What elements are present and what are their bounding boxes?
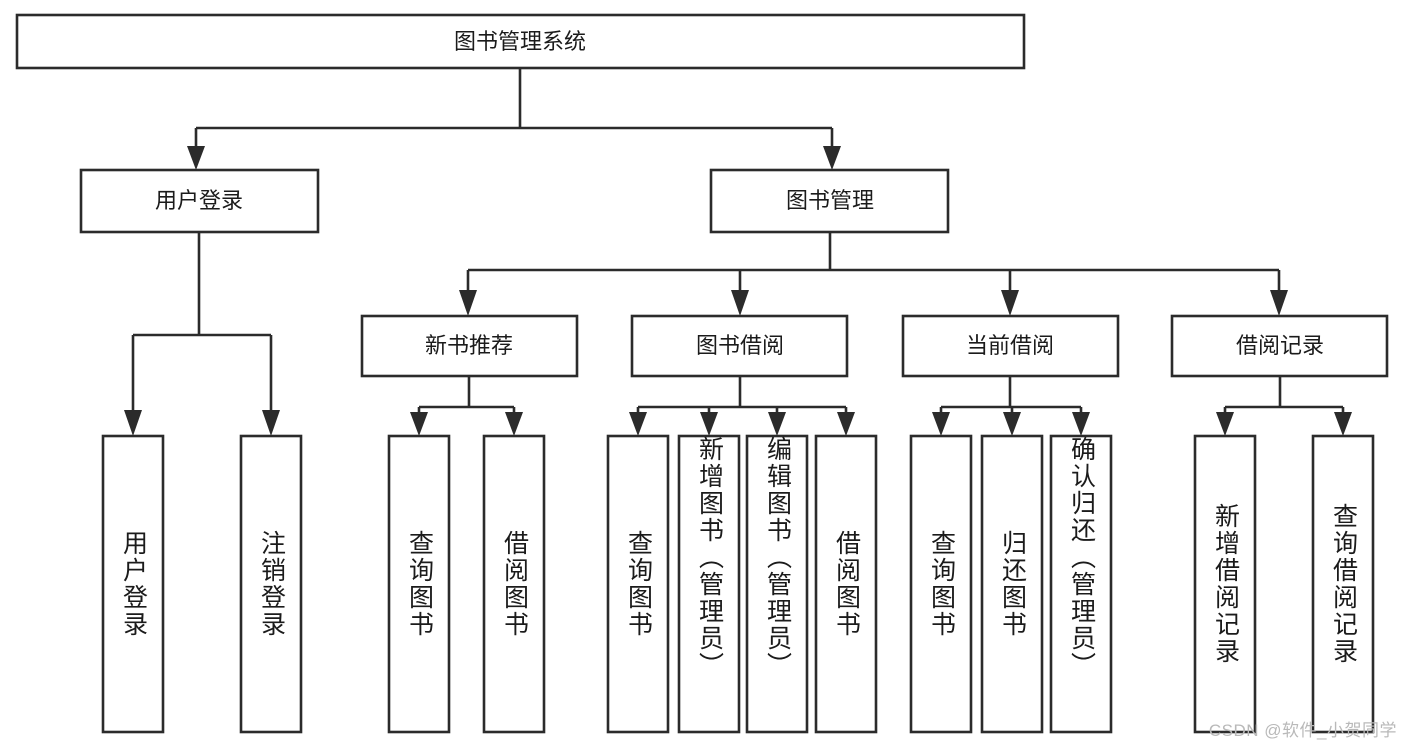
arrow-head-leaf-user-login-2 (262, 410, 280, 436)
arrow-head-leaf-cb-3 (1072, 412, 1090, 436)
leaf-box-book-borrow-4[interactable] (814, 434, 878, 734)
arrow-head-borrow-record (1270, 290, 1288, 316)
arrow-head-leaf-bb-4 (837, 412, 855, 436)
node-root[interactable]: 图书管理系统 (15, 13, 1026, 70)
arrow-head-current-borrow (1001, 290, 1019, 316)
node-book-manage-label: 图书管理 (786, 188, 874, 213)
leaf-box-borrow-record-2[interactable] (1311, 434, 1375, 734)
leaf-box-user-login-2[interactable] (239, 434, 303, 734)
leaf-box-book-borrow-3[interactable] (745, 434, 809, 734)
node-new-book-rec-label: 新书推荐 (425, 333, 513, 358)
leaf-box-current-borrow-3[interactable] (1049, 434, 1113, 734)
arrow-head-leaf-br-2 (1334, 412, 1352, 436)
leaf-box-borrow-record-1[interactable] (1193, 434, 1257, 734)
arrow-head-leaf-nbr-1 (410, 412, 428, 436)
node-book-manage[interactable]: 图书管理 (709, 168, 950, 234)
node-current-borrow[interactable]: 当前借阅 (901, 314, 1120, 378)
node-borrow-record[interactable]: 借阅记录 (1170, 314, 1389, 378)
node-user-login-box[interactable] (79, 168, 320, 234)
node-new-book-rec-box[interactable] (360, 314, 579, 378)
leaf-box-group (101, 434, 1375, 734)
node-book-borrow[interactable]: 图书借阅 (630, 314, 849, 378)
leaf-box-user-login-1[interactable] (101, 434, 165, 734)
arrow-head-user-login (187, 146, 205, 170)
node-root-label: 图书管理系统 (454, 29, 586, 54)
node-user-login-label: 用户登录 (155, 188, 243, 213)
leaf-box-new-book-rec-2[interactable] (482, 434, 546, 734)
node-user-login[interactable]: 用户登录 (79, 168, 320, 234)
connector-group (124, 68, 1352, 436)
leaf-box-book-borrow-2[interactable] (677, 434, 741, 734)
arrow-head-book-manage (823, 146, 841, 170)
arrow-head-book-borrow (731, 290, 749, 316)
arrow-head-leaf-br-1 (1216, 412, 1234, 436)
node-book-borrow-box[interactable] (630, 314, 849, 378)
node-current-borrow-box[interactable] (901, 314, 1120, 378)
csdn-watermark: CSDN @软件_小贺同学 (1208, 721, 1397, 740)
arrow-head-leaf-cb-2 (1003, 412, 1021, 436)
arrow-head-leaf-cb-1 (932, 412, 950, 436)
node-new-book-rec[interactable]: 新书推荐 (360, 314, 579, 378)
leaf-box-current-borrow-1[interactable] (909, 434, 973, 734)
arrow-head-leaf-bb-1 (629, 412, 647, 436)
node-root-box[interactable] (15, 13, 1026, 70)
leaf-box-book-borrow-1[interactable] (606, 434, 670, 734)
arrow-head-new-book-rec (459, 290, 477, 316)
arrow-head-leaf-nbr-2 (505, 412, 523, 436)
arrow-head-leaf-bb-3 (768, 412, 786, 436)
node-book-manage-box[interactable] (709, 168, 950, 234)
arrow-head-leaf-user-login-1 (124, 410, 142, 436)
node-borrow-record-box[interactable] (1170, 314, 1389, 378)
node-book-borrow-label: 图书借阅 (696, 333, 784, 358)
leaf-box-new-book-rec-1[interactable] (387, 434, 451, 734)
node-borrow-record-label: 借阅记录 (1236, 333, 1324, 358)
leaf-box-current-borrow-2[interactable] (980, 434, 1044, 734)
arrow-head-leaf-bb-2 (700, 412, 718, 436)
node-current-borrow-label: 当前借阅 (966, 333, 1054, 358)
